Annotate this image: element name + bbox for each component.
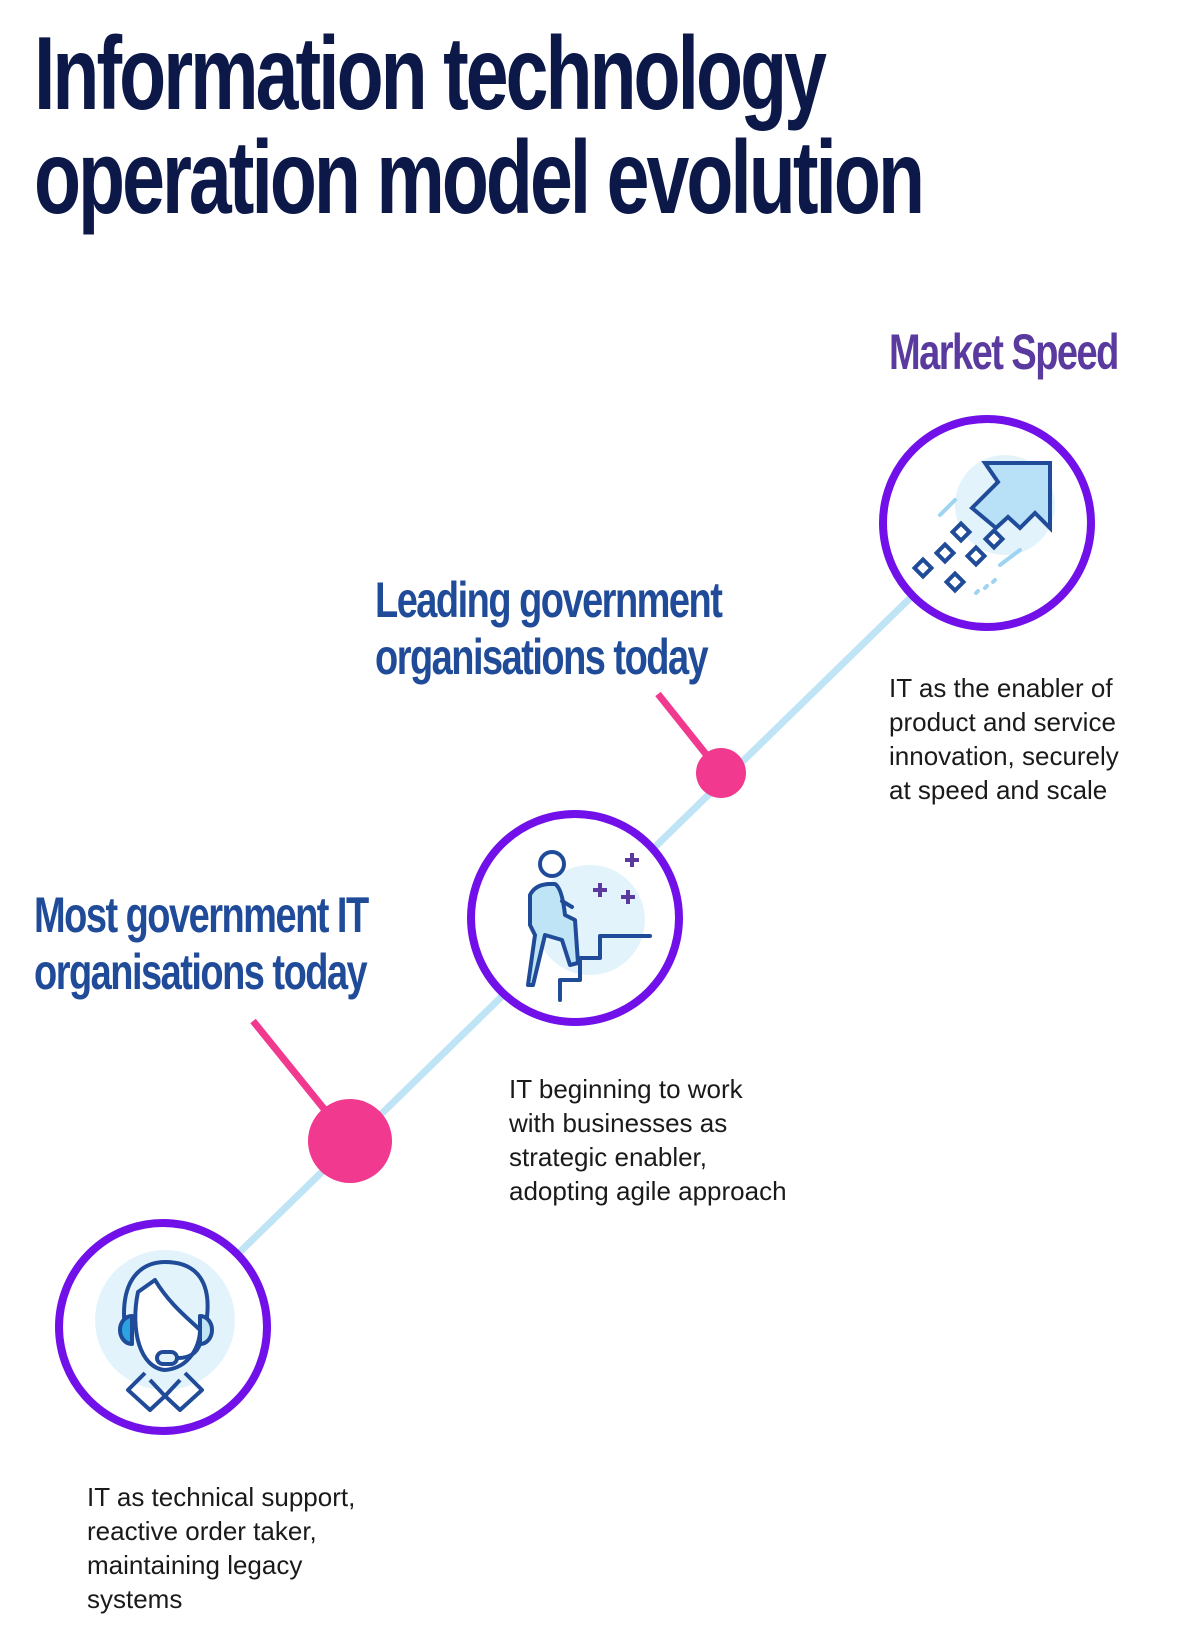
description-line: innovation, securely — [889, 741, 1119, 771]
headset-support-icon — [95, 1250, 235, 1412]
description-line: strategic enabler, — [509, 1142, 708, 1172]
stage-2-circle — [467, 810, 683, 1026]
page-title: Information technology operation model e… — [34, 16, 925, 236]
description-line: with businesses as — [509, 1108, 728, 1138]
description-line: adopting agile approach — [509, 1176, 787, 1206]
title-line-1: Information technology — [34, 16, 827, 132]
description-line: product and service — [889, 707, 1116, 737]
stage-3-heading: Market Speed — [889, 324, 1119, 381]
marker-leading-today — [696, 748, 746, 798]
stage-2-heading: Leading government organisations today — [375, 572, 723, 686]
heading-line: Market Speed — [889, 324, 1119, 380]
arrow-up-right-speed-icon — [911, 455, 1055, 595]
heading-line: Most government IT — [34, 887, 369, 943]
description-line: maintaining legacy — [87, 1550, 303, 1580]
description-line: at speed and scale — [889, 775, 1108, 805]
stage-1-heading: Most government IT organisations today — [34, 887, 369, 1001]
stage-1-circle — [55, 1219, 271, 1435]
stage-3-circle — [879, 415, 1095, 631]
description-line: reactive order taker, — [87, 1516, 317, 1546]
description-line: systems — [87, 1584, 183, 1614]
marker-most-today — [308, 1099, 392, 1183]
description-line: IT beginning to work — [509, 1074, 743, 1104]
heading-line: organisations today — [34, 944, 368, 1000]
description-line: IT as technical support, — [87, 1482, 356, 1512]
description-line: IT as the enabler of — [889, 673, 1113, 703]
stage-2-description: IT beginning to work with businesses as … — [509, 1072, 787, 1208]
title-line-2: operation model evolution — [34, 120, 925, 236]
sparkle-plus-icons — [593, 853, 639, 904]
heading-line: organisations today — [375, 629, 709, 685]
stage-1-description: IT as technical support, reactive order … — [87, 1480, 355, 1616]
heading-line: Leading government — [375, 572, 723, 628]
stage-3-description: IT as the enabler of product and service… — [889, 671, 1119, 807]
person-climbing-stairs-icon — [526, 850, 652, 1002]
